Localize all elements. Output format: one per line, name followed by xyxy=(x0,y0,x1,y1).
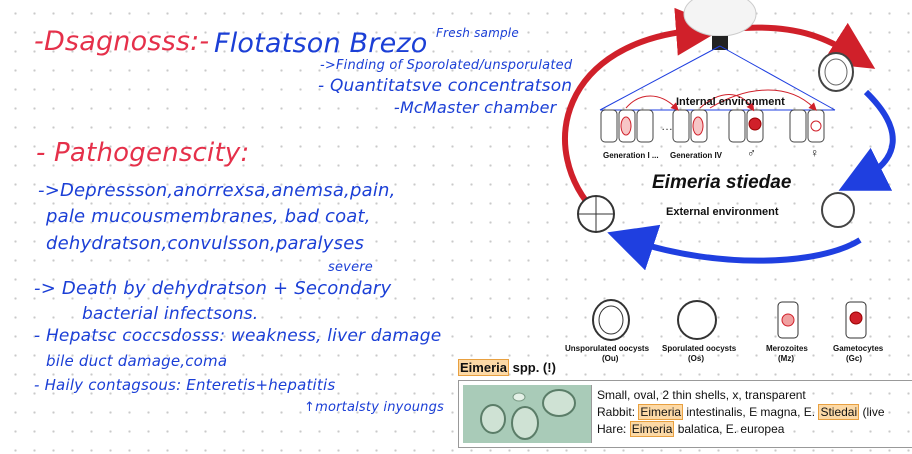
generation-1-label: Generation I ... xyxy=(603,151,659,160)
diagnosis-heading: -Dsagnosss:- xyxy=(34,26,210,57)
generation-cells xyxy=(600,109,825,143)
eimeria-table: Small, oval, 2 thin shells, x, transpare… xyxy=(458,380,912,448)
highlighted-genus: Eimeria xyxy=(629,421,675,437)
pathogenicity-line: ->Depressson,anorrexsa,anemsa,pain, xyxy=(38,180,396,201)
pathogenicity-line: - Hepatsc coccsdosss: weakness, liver da… xyxy=(34,326,442,346)
stage-label-os-abbr: (Os) xyxy=(688,354,704,363)
pathogenicity-line: dehydratson,convulsson,paralyses xyxy=(46,233,365,254)
highlighted-genus: Eimeria xyxy=(638,404,684,420)
internal-environment-label: Internal environment xyxy=(676,96,785,108)
diagnosis-fresh-note: Fresh sample xyxy=(436,26,519,40)
external-environment-label: External environment xyxy=(666,206,779,218)
liver-icon xyxy=(712,36,728,50)
diagnosis-line: - Quantitatsve concentratson xyxy=(318,76,573,96)
description-line: Small, oval, 2 thin shells, x, transpare… xyxy=(597,388,806,402)
stage-label-os: Sporulated oocysts xyxy=(662,344,737,353)
hare-line: Hare: Eimeria balatica, E. europea xyxy=(597,421,785,437)
pathogenicity-line: -> Death by dehydratson + Secondary xyxy=(34,278,392,299)
stage-label-mz: Merozoites xyxy=(766,344,808,353)
table-title: Eimeria spp. (!) xyxy=(458,359,556,376)
oocyst-photo xyxy=(463,385,592,443)
pathogenicity-line: bacterial infectsons. xyxy=(82,304,259,324)
rabbit-line: Rabbit: Eimeria intestinalis, E magna, E… xyxy=(597,404,885,420)
stage-label-ou-abbr: (Ou) xyxy=(602,354,619,363)
stage-label-ou: Unsporulated oocysts xyxy=(565,344,650,353)
pathogenicity-heading: - Pathogenscity: xyxy=(36,138,250,168)
diagnosis-line: ->Finding of Sporolated/unsporulated xyxy=(320,58,573,73)
pathogenicity-line: - Haily contagsous: Enteretis+hepatitis xyxy=(34,376,336,394)
highlighted-genus: Eimeria xyxy=(458,359,509,376)
species-title: Eimeria stiedae xyxy=(652,172,792,193)
stage-label-gc: Gametocytes xyxy=(833,344,884,353)
stage-label-gc-abbr: (Gc) xyxy=(846,354,862,363)
pathogenicity-line: bile duct damage,coma xyxy=(46,352,228,370)
svg-text:…: … xyxy=(661,119,673,133)
diagnosis-method: Flotatson Brezo xyxy=(214,28,428,59)
oocyst-icon xyxy=(818,52,854,92)
generation-4-label: Generation IV xyxy=(670,151,723,160)
highlighted-species: Stiedai xyxy=(818,404,860,420)
pathogenicity-line: pale mucousmembranes, bad coat, xyxy=(46,206,371,227)
sporulated-oocyst-icon xyxy=(677,300,717,340)
male-symbol: ♂ xyxy=(747,146,756,160)
title-rest: spp. (!) xyxy=(508,360,556,375)
diagnosis-line: -McMaster chamber xyxy=(394,98,557,117)
pathogenicity-severe: severe xyxy=(328,260,374,275)
female-symbol: ♀ xyxy=(810,146,819,160)
stage-label-mz-abbr: (Mz) xyxy=(778,354,794,363)
pathogenicity-line: ↑mortalsty inyoungs xyxy=(304,400,445,415)
oocyst-icon xyxy=(821,192,855,228)
